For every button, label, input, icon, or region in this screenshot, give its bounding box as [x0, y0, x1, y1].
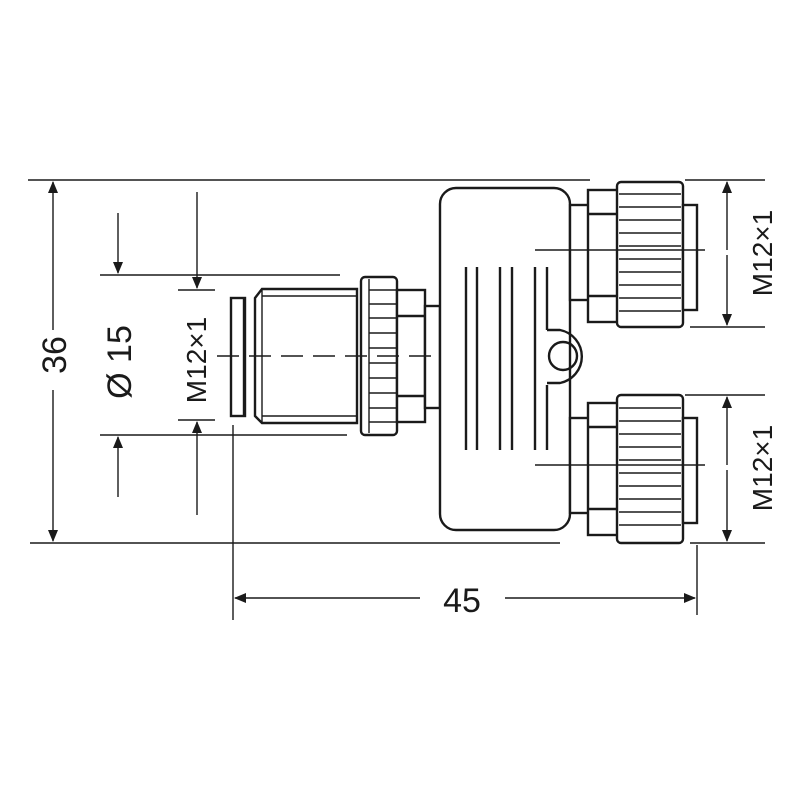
dimension-diameter: Ø 15 — [101, 213, 139, 497]
knurl-lines — [619, 193, 681, 312]
thread-right-top-label: M12×1 — [747, 210, 778, 296]
dimension-thread-right-top: M12×1 — [722, 181, 778, 326]
left-male-connector — [217, 275, 445, 437]
mounting-hole-icon — [547, 340, 579, 372]
dimension-thread-right-bottom: M12×1 — [722, 396, 778, 542]
length-label: 45 — [443, 582, 481, 620]
dimension-length: 45 — [234, 582, 696, 620]
knurl-lines — [619, 407, 681, 526]
right-bottom-female-connector — [535, 393, 705, 545]
height-label: 36 — [36, 336, 74, 374]
extension-lines — [28, 179, 765, 620]
diameter-label: Ø 15 — [101, 325, 139, 399]
dimension-height: 36 — [36, 181, 74, 542]
dimension-thread-left: M12×1 — [181, 192, 212, 515]
thread-right-bottom-label: M12×1 — [747, 425, 778, 511]
distributor-body — [438, 186, 584, 532]
right-top-female-connector — [535, 180, 705, 329]
knurl-lines — [369, 289, 397, 423]
thread-left-label: M12×1 — [181, 317, 212, 403]
